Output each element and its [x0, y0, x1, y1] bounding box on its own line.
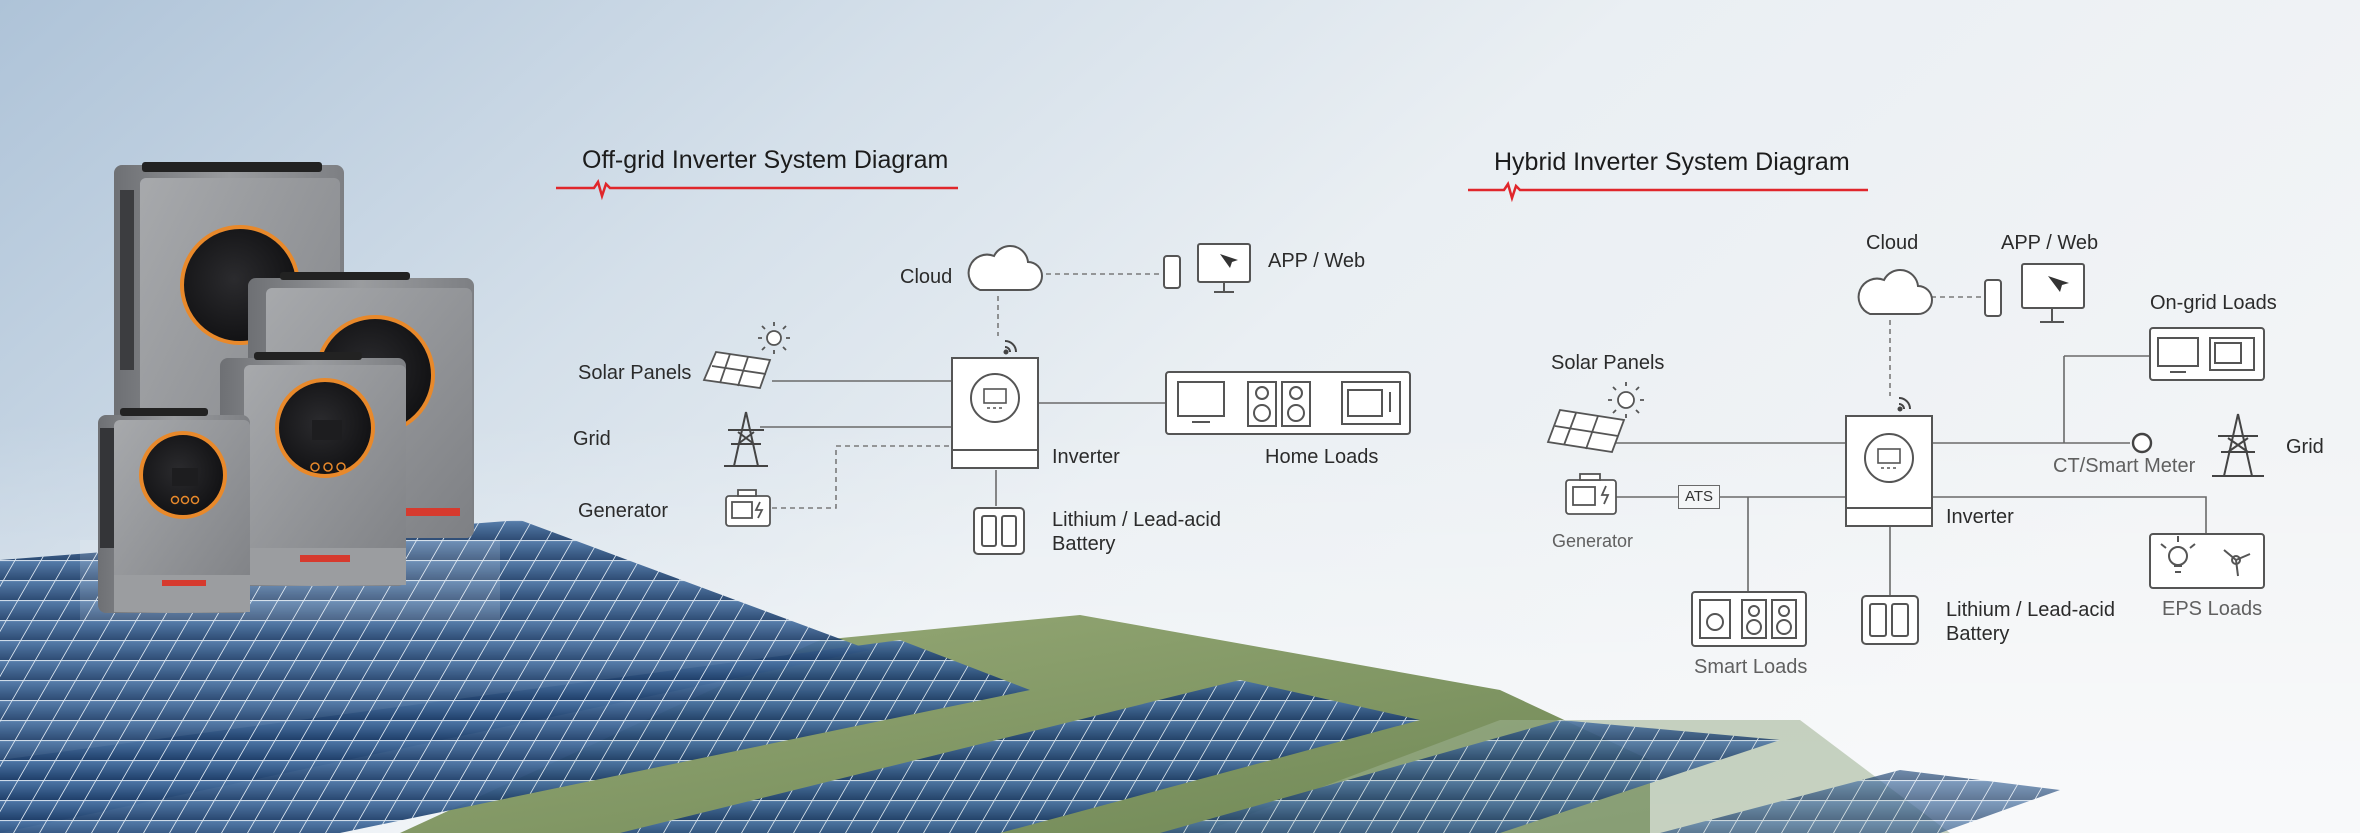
hybrid-battery-label: Lithium / Lead-acid Battery — [1946, 598, 2115, 646]
hybrid-smart-loads-label: Smart Loads — [1694, 656, 1808, 678]
offgrid-home-loads-label: Home Loads — [1265, 446, 1379, 468]
offgrid-grid-label: Grid — [573, 428, 611, 450]
hybrid-solar-panels-label: Solar Panels — [1551, 352, 1665, 374]
offgrid-inverter-label: Inverter — [1052, 446, 1120, 468]
hybrid-ct-meter-icon — [2131, 432, 2153, 454]
hybrid-on-grid-loads-label: On-grid Loads — [2150, 292, 2277, 314]
offgrid-cloud-icon — [967, 245, 1043, 291]
hybrid-inverter-label: Inverter — [1946, 506, 2014, 528]
hybrid-battery-icon — [1861, 595, 1919, 645]
hybrid-app-web-label: APP / Web — [2001, 232, 2099, 254]
hybrid-solar-panel-icon — [1546, 382, 1644, 454]
hybrid-grid-label: Grid — [2286, 436, 2324, 458]
offgrid-wifi-icon — [1003, 340, 1017, 355]
offgrid-heading-underline — [556, 179, 958, 201]
hybrid-smart-loads-box — [1691, 591, 1807, 647]
hybrid-battery-label-line1: Lithium / Lead-acid — [1946, 599, 2115, 621]
offgrid-pylon-icon — [724, 411, 768, 467]
inverter-products-illustration — [98, 162, 474, 613]
hybrid-connection-lines — [1584, 355, 2207, 596]
hybrid-ats-box: ATS — [1678, 485, 1720, 509]
hybrid-wifi-icon — [1897, 397, 1911, 412]
hybrid-eps-loads-label: EPS Loads — [2162, 598, 2263, 620]
hybrid-heading-underline — [1468, 181, 1868, 203]
hybrid-ct-meter-label: CT/Smart Meter — [2053, 455, 2196, 477]
offgrid-phone-icon — [1163, 255, 1181, 289]
offgrid-battery-icon — [973, 507, 1025, 555]
offgrid-home-loads-box — [1165, 371, 1411, 435]
offgrid-generator-label: Generator — [578, 500, 669, 522]
offgrid-solar-panels-label: Solar Panels — [578, 362, 692, 384]
hybrid-cloud-icon — [1857, 269, 1933, 315]
hybrid-cloud-label: Cloud — [1866, 232, 1919, 254]
offgrid-monitor-icon — [1197, 243, 1251, 293]
hybrid-line-eps-loads — [1932, 496, 2207, 534]
offgrid-cloud-label: Cloud — [900, 266, 953, 288]
offgrid-inverter-box — [951, 357, 1039, 469]
offgrid-battery-label-line1: Lithium / Lead-acid — [1052, 509, 1221, 531]
offgrid-connection-lines — [760, 380, 1168, 506]
hybrid-inverter-box — [1845, 415, 1933, 527]
hybrid-generator-icon — [1565, 473, 1617, 515]
offgrid-battery-label-line2: Battery — [1052, 533, 1116, 555]
offgrid-link-generator-inverter — [772, 445, 952, 509]
hybrid-on-grid-loads-box — [2149, 327, 2265, 381]
hybrid-generator-label: Generator — [1552, 531, 1634, 551]
hybrid-title: Hybrid Inverter System Diagram — [1494, 148, 1850, 176]
hybrid-pylon-icon — [2212, 413, 2264, 477]
hybrid-phone-icon — [1984, 279, 2002, 317]
offgrid-battery-label: Lithium / Lead-acid Battery — [1052, 508, 1221, 556]
hybrid-eps-loads-box — [2149, 533, 2265, 589]
offgrid-generator-icon — [725, 489, 771, 527]
hybrid-battery-label-line2: Battery — [1946, 623, 2010, 645]
offgrid-solar-panel-icon — [702, 322, 790, 389]
offgrid-title: Off-grid Inverter System Diagram — [582, 146, 949, 174]
hybrid-monitor-icon — [2021, 263, 2085, 323]
offgrid-app-web-label: APP / Web — [1268, 250, 1366, 272]
